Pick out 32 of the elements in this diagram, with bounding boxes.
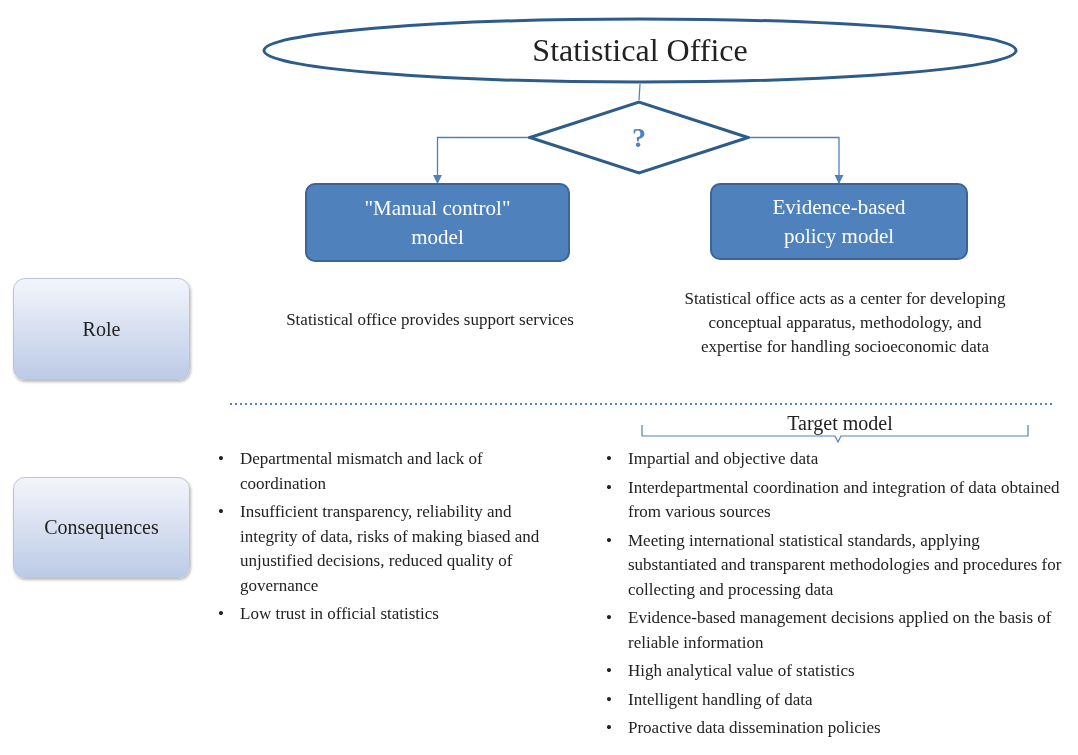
bullet-marker: • bbox=[606, 660, 613, 682]
bullet-marker: • bbox=[606, 607, 613, 629]
bullet-marker: • bbox=[606, 448, 613, 470]
row-header-box: Role bbox=[13, 278, 190, 380]
bullet-marker: • bbox=[606, 476, 613, 499]
connector-line bbox=[638, 83, 641, 101]
bullet-marker: • bbox=[218, 448, 225, 470]
arrow bbox=[749, 136, 844, 184]
bullet-item: Departmental mismatch and lack of coordination bbox=[240, 448, 484, 495]
model-box: Evidence-based policy model bbox=[710, 183, 968, 260]
bullet-item: Evidence-based management decisions applied on the basis of reliable information bbox=[628, 607, 1053, 654]
bullet-item: Proactive data dissemination policies bbox=[628, 717, 881, 739]
bullet-item: Insufficient transparency, reliability and integrity of data, risks of making biased and unjustified decisions, reduced quality of governance bbox=[240, 501, 541, 597]
description-text: Statistical office acts as a center for developing conceptual apparatus, methodology, and expertise for handling socioeconomic data bbox=[683, 288, 1007, 358]
bullet-marker: • bbox=[218, 501, 225, 523]
bullet-item: Meeting international statistical standards, applying substantiated and transparent methodologies and procedures for collecting and processing data bbox=[628, 529, 1063, 601]
bullet-item: Impartial and objective data bbox=[628, 448, 819, 470]
brace-label: Target model bbox=[786, 411, 894, 435]
arrow bbox=[432, 136, 529, 184]
bullet-item: High analytical value of statistics bbox=[628, 660, 855, 682]
bullet-marker: • bbox=[606, 529, 613, 552]
bullet-item: Interdepartmental coordination and integration of data obtained from various sources bbox=[628, 476, 1061, 523]
node-title: Statistical Office bbox=[532, 32, 748, 69]
bullet-marker: • bbox=[606, 688, 613, 711]
bullet-marker: • bbox=[606, 717, 613, 739]
question-mark: ? bbox=[632, 121, 646, 154]
bullet-marker: • bbox=[218, 603, 225, 625]
row-header-box: Consequences bbox=[13, 477, 190, 578]
model-box: "Manual control" model bbox=[305, 183, 570, 262]
description-text: Statistical office provides support services bbox=[285, 309, 575, 331]
bullet-item: Intelligent handling of data bbox=[628, 688, 813, 711]
bullet-item: Low trust in official statistics bbox=[240, 603, 439, 625]
